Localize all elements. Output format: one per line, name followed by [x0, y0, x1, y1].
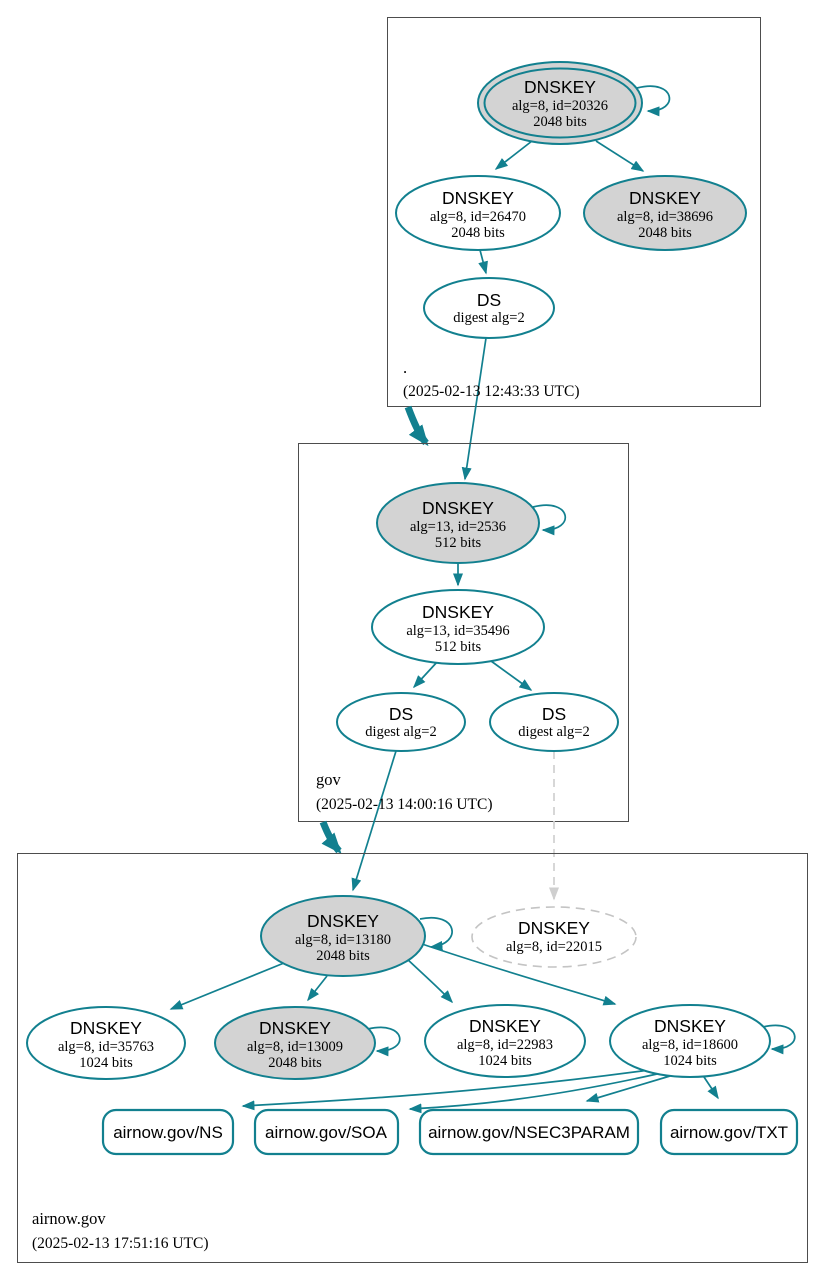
node-dnskey-38696[interactable]: DNSKEY alg=8, id=38696 2048 bits: [583, 175, 747, 251]
node-dnskey-35763[interactable]: DNSKEY alg=8, id=35763 1024 bits: [26, 1006, 186, 1080]
edge-airnow-ksk-to-key3: [405, 957, 454, 1004]
edge-root-ksk-to-zsk: [494, 140, 533, 170]
zone-name-root: .: [403, 358, 407, 377]
edge-airnow-ksk-to-key1: [169, 962, 285, 1010]
edge-gov-zsk-to-ds2: [490, 660, 533, 691]
zone-timestamp-airnow: (2025-02-13 17:51:16 UTC): [32, 1235, 209, 1252]
edge-airnow-ksk-selfsign: [419, 916, 453, 951]
node-ds-gov-2[interactable]: DS digest alg=2: [489, 692, 619, 752]
edge-gov-ds1-to-airnow-ksk: [351, 750, 397, 892]
edge-root-ksk-to-standby: [595, 140, 645, 172]
zone-timestamp-gov: (2025-02-13 14:00:16 UTC): [316, 796, 493, 813]
edge-gov-zsk-to-ds1: [412, 660, 439, 689]
edge-airnow-key2-selfsign: [367, 1026, 401, 1057]
zone-name-airnow: airnow.gov: [32, 1209, 106, 1228]
edge-key4-to-rrset-nsec3param: [585, 1075, 671, 1103]
node-dnskey-26470[interactable]: DNSKEY alg=8, id=26470 2048 bits: [395, 175, 561, 251]
edge-airnow-key4-selfsign: [762, 1024, 796, 1055]
node-ds-gov-1[interactable]: DS digest alg=2: [336, 692, 466, 752]
edge-airnow-ksk-to-key4: [421, 943, 617, 1006]
zone-box-airnow: [17, 853, 808, 1263]
edge-airnow-ksk-to-key2: [307, 975, 328, 1002]
zone-gov: DNSKEY alg=13, id=2536 512 bits DNSKEY a…: [298, 443, 629, 901]
zone-box-gov: [298, 443, 629, 822]
node-rrset-txt[interactable]: airnow.gov/TXT: [659, 1108, 799, 1156]
node-dnskey-18600[interactable]: DNSKEY alg=8, id=18600 1024 bits: [609, 1004, 771, 1078]
edge-root-zsk-to-ds: [478, 249, 488, 275]
edge-key4-to-rrset-ns: [241, 1069, 650, 1111]
zone-name-gov: gov: [316, 770, 342, 789]
node-rrset-nsec3param[interactable]: airnow.gov/NSEC3PARAM: [418, 1108, 640, 1156]
edge-root-ds-to-gov-ksk: [461, 337, 487, 481]
edge-delegation-gov-to-airnow: [319, 820, 342, 855]
edge-root-ksk-selfsign: [636, 85, 671, 117]
edge-gov-ksk-selfsign: [532, 504, 567, 536]
zone-box-root: [387, 17, 761, 407]
edge-key4-to-rrset-soa: [408, 1073, 658, 1114]
edge-delegation-root-to-gov: [404, 405, 429, 447]
node-dnskey-22015-missing[interactable]: DNSKEY alg=8, id=22015: [471, 906, 637, 968]
node-dnskey-22983[interactable]: DNSKEY alg=8, id=22983 1024 bits: [424, 1004, 586, 1078]
node-dnskey-13009[interactable]: DNSKEY alg=8, id=13009 2048 bits: [214, 1006, 376, 1080]
zone-timestamp-root: (2025-02-13 12:43:33 UTC): [403, 383, 580, 400]
node-dnskey-20326[interactable]: DNSKEY alg=8, id=20326 2048 bits: [477, 61, 643, 145]
node-rrset-soa[interactable]: airnow.gov/SOA: [253, 1108, 400, 1156]
node-rrset-ns[interactable]: airnow.gov/NS: [101, 1108, 235, 1156]
edge-key4-to-rrset-txt: [703, 1076, 719, 1100]
zone-root: DNSKEY alg=8, id=20326 2048 bits DNSKEY …: [387, 17, 761, 481]
zone-airnow: DNSKEY alg=8, id=13180 2048 bits DNSKEY …: [17, 853, 808, 1263]
node-dnskey-13180[interactable]: DNSKEY alg=8, id=13180 2048 bits: [260, 895, 426, 977]
node-ds-root[interactable]: DS digest alg=2: [423, 277, 555, 339]
node-dnskey-35496[interactable]: DNSKEY alg=13, id=35496 512 bits: [371, 589, 545, 665]
node-dnskey-2536[interactable]: DNSKEY alg=13, id=2536 512 bits: [376, 482, 540, 564]
